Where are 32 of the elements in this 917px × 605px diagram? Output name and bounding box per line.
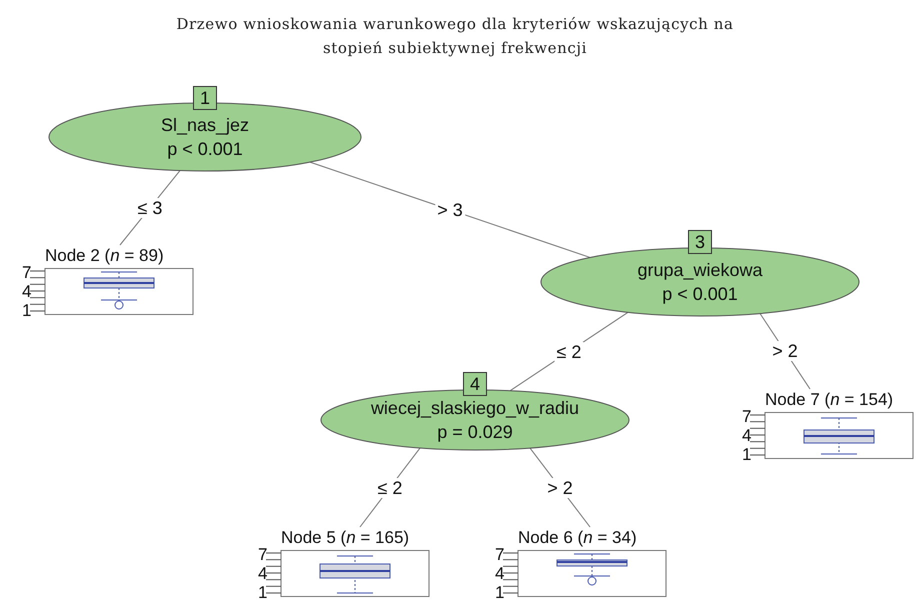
p-value: p < 0.001 — [167, 138, 243, 161]
node-title: Node 6 (n = 34) — [518, 528, 637, 548]
axis-tick-label: 7 — [742, 408, 752, 425]
connector-line — [310, 162, 590, 258]
axis-tick-label: 7 — [22, 264, 32, 281]
node-number: 4 — [463, 372, 487, 396]
variable-name: wiecej_slaskiego_w_radiu — [370, 397, 580, 420]
node-number: 3 — [688, 230, 712, 254]
edge-label: ≤ 2 — [554, 342, 584, 362]
axis-tick-label: 1 — [22, 302, 32, 319]
node-title: Node 2 (n = 89) — [45, 246, 164, 266]
node-title: Node 5 (n = 165) — [281, 528, 410, 548]
edge-label: ≤ 3 — [136, 198, 164, 218]
axis-tick-label: 7 — [258, 546, 268, 563]
axis-tick-label: 4 — [22, 283, 32, 300]
node-title: Node 7 (n = 154) — [765, 390, 894, 410]
node-number: 1 — [193, 86, 217, 110]
axis-tick-label: 1 — [258, 584, 268, 601]
diagram-title: Drzewo wnioskowania warunkowego dla kryteriów wskazujących na stopień subiektywnej frekwencji — [175, 14, 735, 59]
axis-tick-label: 4 — [495, 565, 504, 582]
edge-label: > 2 — [545, 478, 575, 498]
variable-name: Sl_nas_jez — [160, 114, 250, 137]
p-value: p = 0.029 — [437, 421, 513, 444]
axis-tick-label: 4 — [742, 427, 752, 444]
edge-label: ≤ 2 — [376, 478, 404, 498]
axis-tick-label: 1 — [742, 446, 752, 463]
axis-tick-label: 1 — [495, 584, 504, 601]
axis-tick-label: 7 — [495, 546, 504, 563]
axis-tick-label: 4 — [258, 565, 268, 582]
p-value: p < 0.001 — [662, 283, 738, 306]
variable-name: grupa_wiekowa — [637, 259, 763, 282]
edge-label: > 2 — [770, 341, 800, 362]
